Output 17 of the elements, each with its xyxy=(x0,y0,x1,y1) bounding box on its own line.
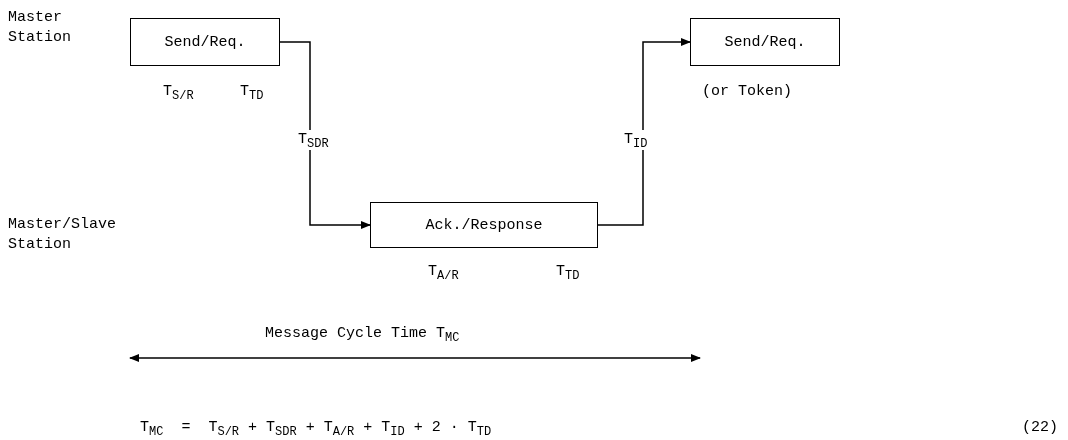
time-label: T$_{TD}$ xyxy=(556,262,580,282)
connector-arrow xyxy=(279,41,371,229)
box-note: (or Token) xyxy=(702,82,792,102)
process-box: Ack./Response xyxy=(370,202,598,248)
equation: T$_{MC}$ = T$_{S/R}$ + T$_{SDR}$ + T$_{A/R}$ + T$_{ID}$ + 2 · T$_{TD}$ xyxy=(140,418,492,438)
dimension-label: Message Cycle Time T$_{MC}$ xyxy=(265,324,460,344)
process-box: Send/Req. xyxy=(690,18,840,66)
time-label: T$_{S/R}$ xyxy=(163,82,194,102)
connector-arrow xyxy=(597,38,691,226)
time-label: T$_{TD}$ xyxy=(240,82,264,102)
station-label: Master/Slave Station xyxy=(8,215,118,255)
station-label: Master Station xyxy=(8,8,72,48)
equation-number: (22) xyxy=(1022,418,1058,438)
edge-label: T$_{ID}$ xyxy=(622,130,650,150)
time-label: T$_{A/R}$ xyxy=(428,262,459,282)
process-box: Send/Req. xyxy=(130,18,280,66)
edge-label: T$_{SDR}$ xyxy=(296,130,331,150)
